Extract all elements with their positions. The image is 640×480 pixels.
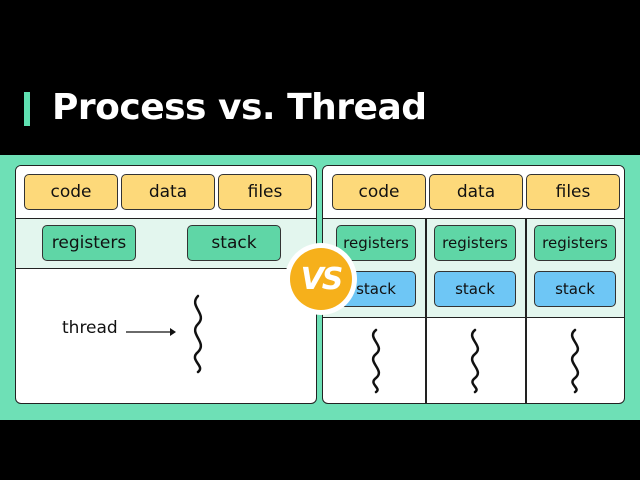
data-box-multi: data [429, 174, 523, 210]
files-box: files [218, 174, 312, 210]
page-title: Process vs. Thread [52, 87, 427, 128]
shared-row: code data files [16, 166, 316, 218]
data-box: data [121, 174, 215, 210]
thread-state-row: registers stack [16, 218, 316, 269]
thread-squiggle-icon [470, 328, 480, 394]
stack-box: stack [187, 225, 281, 261]
thread-squiggle-icon [371, 328, 381, 394]
process-panel: code data files registers stack thread [15, 165, 317, 404]
column-divider [525, 218, 527, 403]
vs-badge: VS [285, 243, 357, 315]
thread-1-registers: registers [336, 225, 416, 261]
thread-3-registers: registers [534, 225, 616, 261]
code-box-multi: code [332, 174, 426, 210]
thread-squiggle-icon [570, 328, 580, 394]
vs-badge-text: VS [290, 248, 352, 310]
registers-box: registers [42, 225, 136, 261]
thread-squiggle-icon [193, 294, 203, 374]
thread-2-stack: stack [434, 271, 516, 307]
thread-label: thread [62, 318, 118, 338]
column-divider [425, 218, 427, 403]
title-accent-bar [24, 92, 30, 126]
code-box: code [24, 174, 118, 210]
thread-state-row-multi: registers stack registers stack register… [323, 218, 624, 318]
thread-arrow [126, 328, 176, 336]
multithread-panel: code data files registers stack register… [322, 165, 625, 404]
thread-3-stack: stack [534, 271, 616, 307]
shared-row-multi: code data files [323, 166, 624, 218]
thread-2-registers: registers [434, 225, 516, 261]
files-box-multi: files [526, 174, 620, 210]
